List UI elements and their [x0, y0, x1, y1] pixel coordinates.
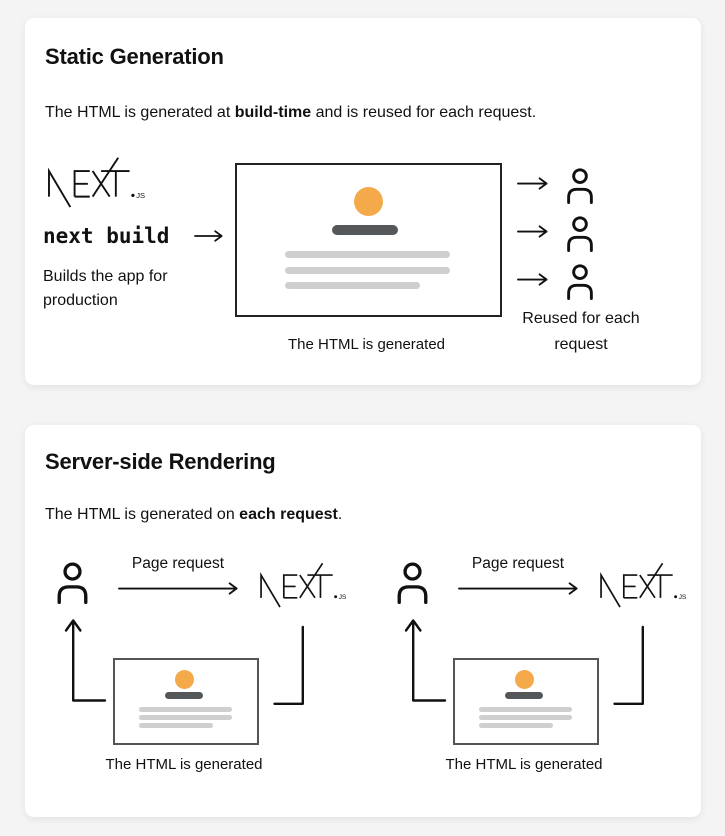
description-text-bold: each request — [239, 506, 338, 523]
elbow-line-down-icon — [613, 625, 644, 705]
reused-caption-line2: request — [554, 336, 608, 353]
reused-caption-line1: Reused for each — [522, 310, 640, 327]
person-icon — [57, 562, 88, 604]
browser-mockup — [453, 658, 599, 745]
content-text-bar — [479, 723, 553, 728]
person-icon — [567, 216, 593, 252]
ssr-card-description: The HTML is generated on each request. — [45, 506, 342, 524]
browser-caption: The HTML is generated — [287, 336, 446, 353]
content-heading-bar — [165, 692, 203, 699]
person-icon — [567, 168, 593, 204]
browser-mockup — [235, 163, 502, 317]
content-heading-bar — [332, 225, 398, 235]
person-icon — [567, 264, 593, 300]
static-card-description: The HTML is generated at build-time and … — [45, 104, 536, 122]
description-text-post: and is reused for each request. — [311, 104, 537, 121]
person-icon — [397, 562, 428, 604]
arrow-right-icon — [118, 582, 238, 595]
browser-caption: The HTML is generated — [105, 756, 263, 773]
content-circle — [354, 187, 383, 216]
static-generation-card: Static Generation The HTML is generated … — [25, 18, 701, 385]
server-side-rendering-card: Server-side Rendering The HTML is genera… — [25, 425, 701, 817]
arrow-up-elbow-icon — [404, 619, 447, 702]
arrow-right-icon — [517, 177, 548, 190]
browser-caption: The HTML is generated — [445, 756, 603, 773]
build-command-text: next build — [43, 224, 170, 248]
static-card-title: Static Generation — [45, 44, 224, 69]
description-text-post: . — [337, 506, 343, 523]
content-text-bar — [285, 282, 420, 289]
content-circle — [515, 670, 534, 689]
content-text-bar — [139, 715, 232, 720]
elbow-line-down-icon — [273, 625, 304, 705]
nextjs-logo-icon — [600, 562, 687, 608]
content-text-bar — [479, 707, 572, 712]
description-text-pre: The HTML is generated on — [45, 506, 240, 523]
arrow-right-icon — [517, 225, 548, 238]
arrow-right-icon — [517, 273, 548, 286]
page-request-label: Page request — [131, 555, 225, 572]
content-text-bar — [479, 715, 572, 720]
nextjs-logo-icon — [260, 562, 347, 608]
build-command-note: Builds the app for production — [43, 268, 168, 309]
content-circle — [175, 670, 194, 689]
description-text-pre: The HTML is generated at — [45, 104, 235, 121]
content-text-bar — [285, 267, 450, 274]
content-heading-bar — [505, 692, 543, 699]
content-text-bar — [139, 707, 232, 712]
request-flow-diagram: Page request The HTML is generated — [380, 553, 700, 801]
content-text-bar — [139, 723, 213, 728]
request-flow-diagram: Page request The HTML is generated — [40, 553, 360, 801]
arrow-up-elbow-icon — [64, 619, 107, 702]
content-text-bar — [285, 251, 450, 258]
page-request-label: Page request — [471, 555, 565, 572]
description-text-bold: build-time — [234, 104, 312, 121]
ssr-card-title: Server-side Rendering — [45, 449, 276, 474]
nextjs-logo-icon — [48, 156, 146, 208]
arrow-right-icon — [458, 582, 578, 595]
arrow-right-icon — [194, 230, 223, 242]
browser-mockup — [113, 658, 259, 745]
reused-caption: Reused for each request — [501, 306, 661, 358]
